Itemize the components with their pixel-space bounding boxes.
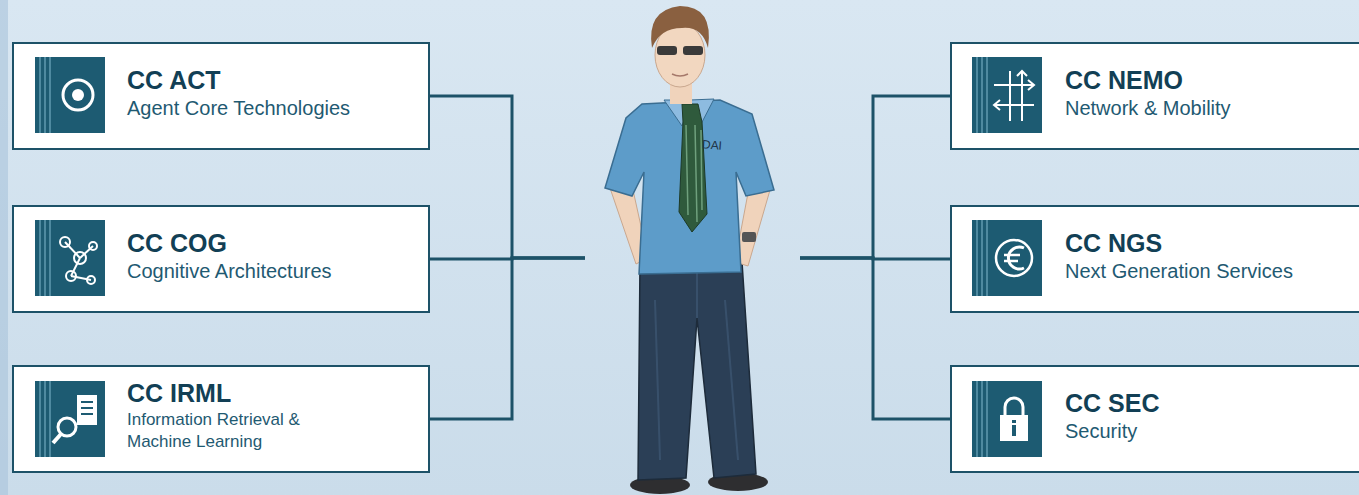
box-subtitle: Information Retrieval & Machine Learning (127, 409, 347, 453)
nemo-icon (972, 57, 1042, 133)
box-subtitle: Security (1065, 419, 1359, 444)
cog-icon (35, 220, 105, 296)
competence-box: CC NEMONetwork & Mobility (950, 42, 1359, 150)
pants (638, 262, 756, 480)
shirt (605, 100, 774, 274)
mouth (672, 74, 688, 76)
bracket-connector (800, 258, 950, 419)
box-title: CC ACT (127, 66, 428, 94)
box-title: CC NEMO (1065, 66, 1359, 94)
shirt-label: DAI (702, 137, 723, 152)
box-title: CC SEC (1065, 389, 1359, 417)
bracket-connector (430, 96, 585, 258)
edge-shade (0, 0, 8, 495)
irml-icon (35, 381, 105, 457)
bracket-connector (430, 258, 585, 419)
hair (651, 6, 709, 48)
tie-stripe (686, 125, 702, 222)
box-subtitle: Cognitive Architectures (127, 259, 428, 284)
box-subtitle: Agent Core Technologies (127, 96, 428, 121)
person-figure: DAI (585, 16, 800, 495)
box-title: CC COG (127, 229, 428, 257)
competence-box: CC IRMLInformation Retrieval & Machine L… (12, 365, 430, 473)
box-title: CC NGS (1065, 229, 1359, 257)
watch (742, 232, 756, 242)
sunglasses (657, 46, 677, 55)
competence-box: CC ACTAgent Core Technologies (12, 42, 430, 150)
sec-icon (972, 381, 1042, 457)
box-subtitle: Network & Mobility (1065, 96, 1359, 121)
act-icon (35, 57, 105, 133)
competence-box: CC COGCognitive Architectures (12, 205, 430, 313)
box-subtitle: Next Generation Services (1065, 259, 1359, 284)
competence-box: CC SECSecurity (950, 365, 1359, 473)
sunglasses (683, 46, 703, 55)
tie (679, 104, 707, 232)
ngs-icon (972, 220, 1042, 296)
box-title: CC IRML (127, 379, 428, 407)
competence-box: CC NGSNext Generation Services (950, 205, 1359, 313)
bracket-connector (800, 96, 950, 258)
pants-crease (655, 270, 738, 460)
